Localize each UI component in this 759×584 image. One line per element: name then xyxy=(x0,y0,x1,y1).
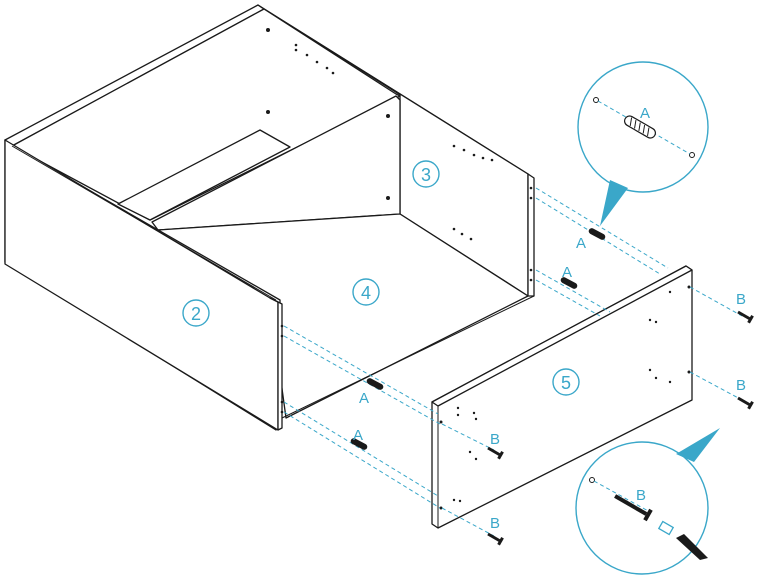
side-panel-inner-edge xyxy=(11,145,277,301)
guide-lines xyxy=(283,187,743,537)
bottom-front-edge xyxy=(281,295,535,419)
dowel-icon xyxy=(350,228,606,450)
screw-detail-label: B xyxy=(636,487,646,504)
back-panel-holes xyxy=(266,28,533,414)
dowel-detail-label: A xyxy=(640,105,650,122)
part-badge-back: 3 xyxy=(412,160,440,188)
part-label-front: 5 xyxy=(561,373,571,393)
inner-shelf xyxy=(117,129,291,221)
front-panel-holes xyxy=(439,285,691,510)
part-badge-front: 5 xyxy=(552,368,580,396)
screw-label-3: B xyxy=(490,431,500,448)
part-label-bottom: 4 xyxy=(361,283,371,303)
part-label-back: 3 xyxy=(421,165,431,185)
screw-detail-callout xyxy=(575,428,720,575)
part-badge-bottom: 4 xyxy=(352,278,380,306)
front-panel-edge xyxy=(431,265,693,407)
screw-label-4: B xyxy=(490,515,500,532)
dowel-label-2: A xyxy=(562,264,572,281)
right-side-edge xyxy=(527,173,535,297)
dowel-label-3: A xyxy=(359,390,369,407)
screw-icon xyxy=(487,310,754,546)
side-panel-front-edge xyxy=(269,297,283,431)
dowel-label-4: A xyxy=(353,427,363,444)
dowel-detail-callout xyxy=(577,61,709,226)
dowel-label-1: A xyxy=(576,235,586,252)
part-badge-side: 2 xyxy=(182,299,210,327)
screw-label-2: B xyxy=(736,377,746,394)
part-label-side: 2 xyxy=(191,304,201,324)
screw-label-1: B xyxy=(736,291,746,308)
